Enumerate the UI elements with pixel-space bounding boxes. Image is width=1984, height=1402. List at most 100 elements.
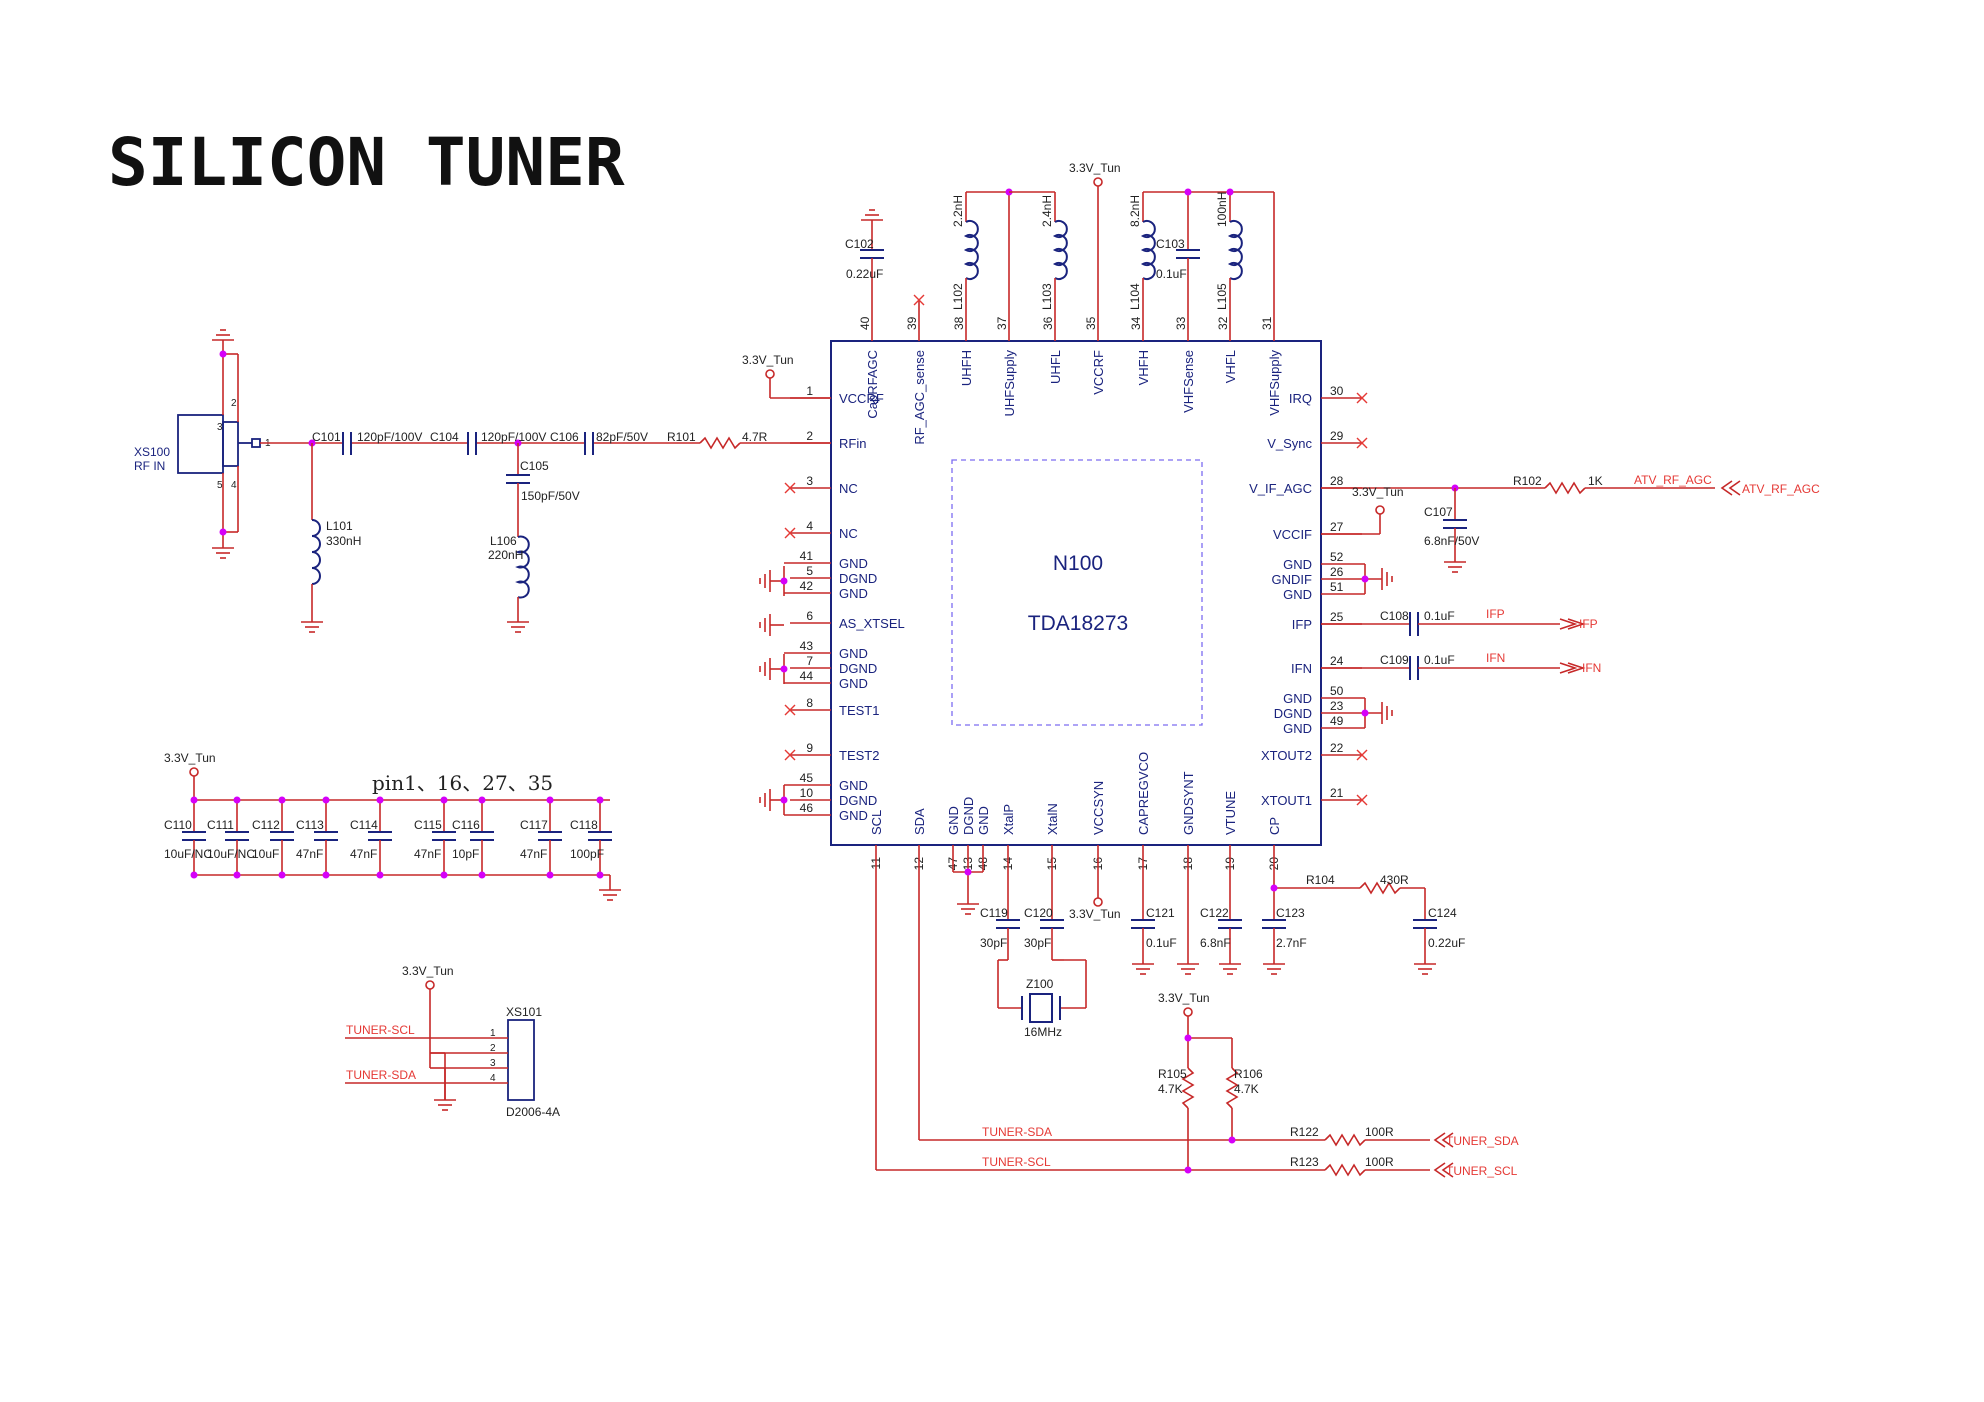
top-network: C102 0.22uF 2.2nH L102 2.4nH L103 3.3V_T…	[845, 161, 1275, 341]
left-pin-name: GND	[839, 676, 868, 691]
decoupling-cap-value: 10uF/NC	[164, 847, 212, 861]
net-ifn-label: IFN	[1486, 651, 1505, 665]
c102-value: 0.22uF	[846, 267, 883, 281]
bottom-pin-name: GND	[946, 806, 961, 835]
decoupling-cap-value: 47nF	[296, 847, 323, 861]
left-pin-number: 8	[806, 696, 813, 710]
top-pin-name: CapRFAGC	[865, 350, 880, 419]
xs101-pin4: 4	[490, 1073, 496, 1084]
r122-ref: R122	[1290, 1125, 1319, 1139]
right-pin-name: V_Sync	[1267, 436, 1312, 451]
top-pin-name: VHFL	[1223, 350, 1238, 383]
right-pin-name: IFP	[1292, 617, 1312, 632]
c109-value: 0.1uF	[1424, 653, 1455, 667]
left-pin-number: 6	[806, 609, 813, 623]
net-atv-rf-agc-label: ATV_RF_AGC	[1634, 473, 1712, 487]
xs100-ref: XS100	[134, 445, 170, 459]
net-tuner-sda-port: TUNER_SDA	[1446, 1134, 1519, 1148]
xs101-scl-label: TUNER-SCL	[346, 1023, 415, 1037]
c123-value: 2.7nF	[1276, 936, 1307, 950]
c108-ref: C108	[1380, 609, 1409, 623]
supply-label-pin1: 3.3V_Tun	[742, 353, 794, 367]
left-pin-name: GND	[839, 586, 868, 601]
bottom-pin-name: SDA	[912, 808, 927, 835]
r101-ref: R101	[667, 430, 696, 444]
top-pin-name: RF_AGC_sense	[912, 350, 927, 445]
ic-ref: N100	[1053, 552, 1103, 575]
top-pin-name: VHFSupply	[1267, 350, 1282, 416]
r104-ref: R104	[1306, 873, 1335, 887]
c119-value: 30pF	[980, 936, 1007, 950]
right-pin-number: 22	[1330, 741, 1344, 755]
xs100-pin2: 2	[231, 398, 237, 409]
r123-value: 100R	[1365, 1155, 1394, 1169]
top-pin-name: VCCRF	[1091, 350, 1106, 395]
decoupling-cap-ref: C115	[414, 818, 442, 832]
rf-input: XS100 RF IN 3 2 5 4 1 C101 120pF/100V	[134, 329, 831, 633]
right-pin-number: 24	[1330, 654, 1344, 668]
c103-ref: C103	[1156, 237, 1185, 251]
c103-value: 0.1uF	[1156, 267, 1187, 281]
right-pin-name: GND	[1283, 587, 1312, 602]
right-pin-number: 23	[1330, 699, 1344, 713]
right-pin-number: 30	[1330, 384, 1344, 398]
r101-value: 4.7R	[742, 430, 768, 444]
right-pin-number: 52	[1330, 550, 1344, 564]
decoupling-cap-ref: C111	[207, 818, 234, 832]
bottom-pin-name: GNDSYNT	[1181, 771, 1196, 835]
c106-ref: C106	[550, 430, 579, 444]
left-pin-number: 10	[800, 786, 814, 800]
l102-value: 2.2nH	[951, 195, 965, 227]
net-tuner-sda-label: TUNER-SDA	[982, 1125, 1052, 1139]
decoupling-cap-value: 47nF	[350, 847, 377, 861]
supply-label-pullup: 3.3V_Tun	[1158, 991, 1210, 1005]
ic-top-pins: 40CapRFAGC39RF_AGC_sense38UHFH37UHFSuppl…	[858, 294, 1282, 445]
right-pin-name: DGND	[1274, 706, 1312, 721]
r102-value: 1K	[1588, 474, 1603, 488]
ic-part: TDA18273	[1028, 612, 1128, 635]
left-pin-number: 9	[806, 741, 813, 755]
ic-bottom-pins: 11SCL12SDA47GND13DGND48GND14XtalP15XtalN…	[869, 752, 1282, 870]
decoupling-cap-ref: C113	[296, 818, 324, 832]
left-pin-name: TEST1	[839, 703, 879, 718]
l102-ref: L102	[951, 283, 965, 310]
bottom-pin-name: CP	[1267, 817, 1282, 835]
top-pin-number: 35	[1084, 316, 1098, 330]
supply-label-xs101: 3.3V_Tun	[402, 964, 454, 978]
bottom-pin-name: GND	[976, 806, 991, 835]
right-pin-name: GND	[1283, 721, 1312, 736]
left-pin-name: TEST2	[839, 748, 879, 763]
c108-value: 0.1uF	[1424, 609, 1455, 623]
left-pin-name: GND	[839, 556, 868, 571]
right-pin-name: IRQ	[1289, 391, 1312, 406]
c101-value: 120pF/100V	[357, 430, 422, 444]
c102-ref: C102	[845, 237, 874, 251]
c124-ref: C124	[1428, 906, 1457, 920]
decoupling-cap-value: 10uF/NC	[207, 847, 255, 861]
decoupling-cap-ref: C114	[350, 818, 378, 832]
c105-ref: C105	[520, 459, 549, 473]
xs100-desc: RF IN	[134, 459, 165, 473]
xs101-part: D2006-4A	[506, 1105, 560, 1119]
left-pin-name: NC	[839, 481, 858, 496]
page-title: SILICON TUNER	[108, 124, 625, 201]
left-pin-name: GND	[839, 808, 868, 823]
left-pin-number: 4	[806, 519, 813, 533]
l104-value: 8.2nH	[1128, 195, 1142, 227]
net-atv-rf-agc-port: ATV_RF_AGC	[1742, 482, 1820, 496]
bottom-pin-name: VCCSYN	[1091, 781, 1106, 835]
top-pin-number: 36	[1041, 316, 1055, 330]
left-pin-name: DGND	[839, 793, 877, 808]
top-pin-number: 32	[1216, 316, 1230, 330]
decoupling-cap-value: 47nF	[520, 847, 547, 861]
c121-ref: C121	[1146, 906, 1175, 920]
xs101-ref: XS101	[506, 1005, 542, 1019]
c107-ref: C107	[1424, 505, 1453, 519]
decoupling-cap-value: 10uF	[252, 847, 279, 861]
top-pin-name: VHFH	[1136, 350, 1151, 385]
left-pin-number: 1	[806, 384, 813, 398]
left-pin-name: GND	[839, 778, 868, 793]
l105-value: 100nH	[1215, 192, 1229, 227]
